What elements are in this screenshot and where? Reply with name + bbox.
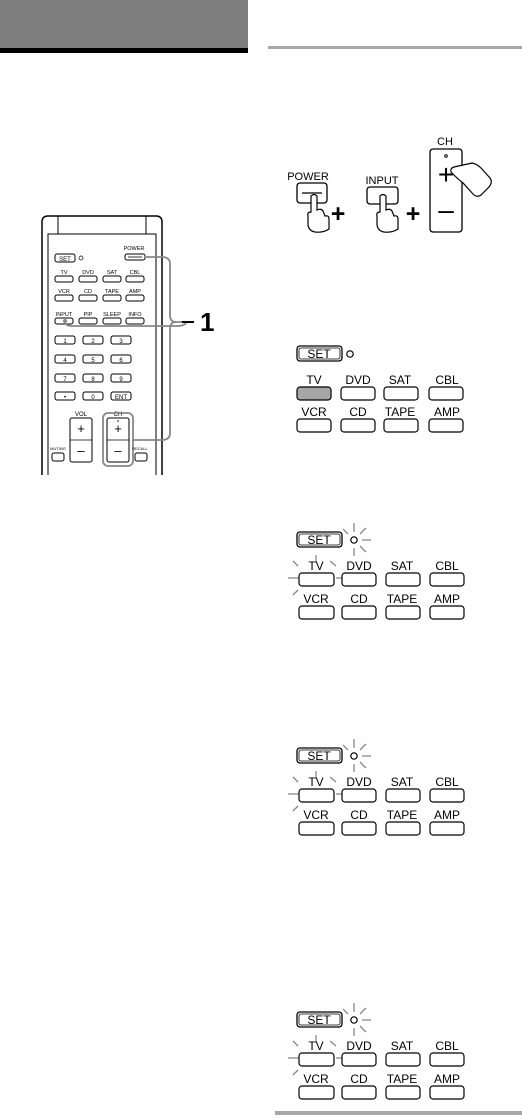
- svg-text:+: +: [406, 200, 421, 228]
- svg-text:TV: TV: [308, 1039, 323, 1053]
- svg-text:TAPE: TAPE: [105, 289, 119, 295]
- svg-text:+: +: [77, 421, 85, 436]
- svg-text:ENT: ENT: [115, 395, 127, 401]
- remote-control-illustration: SET POWER TV DVD SAT CBL VCR CD TAPE AMP…: [36, 212, 226, 476]
- svg-text:SET: SET: [307, 533, 331, 547]
- svg-text:PIP: PIP: [84, 312, 93, 318]
- tv-key-highlighted: [297, 387, 331, 400]
- svg-text:CD: CD: [350, 808, 368, 822]
- svg-text:DVD: DVD: [346, 775, 372, 789]
- device-panel-tv-selected: SET TV DVD SAT CBL VCR CD TAPE AMP: [286, 344, 476, 434]
- svg-text:SET: SET: [307, 1013, 331, 1027]
- svg-text:TAPE: TAPE: [387, 808, 417, 822]
- svg-text:SET: SET: [307, 749, 331, 763]
- svg-text:SAT: SAT: [107, 270, 118, 276]
- svg-text:SAT: SAT: [391, 1039, 414, 1053]
- svg-text:•: •: [64, 395, 66, 401]
- svg-text:CBL: CBL: [435, 1039, 459, 1053]
- svg-text:TV: TV: [308, 775, 323, 789]
- svg-text:AMP: AMP: [434, 405, 460, 419]
- svg-text:CD: CD: [350, 1072, 368, 1086]
- svg-text:+: +: [438, 159, 454, 190]
- top-rule: [268, 46, 522, 49]
- remote-power-label: POWER: [124, 246, 145, 252]
- svg-text:SET: SET: [307, 347, 331, 361]
- svg-text:CBL: CBL: [435, 559, 459, 573]
- svg-text:TAPE: TAPE: [387, 1072, 417, 1086]
- svg-text:VCR: VCR: [301, 405, 327, 419]
- svg-text:SAT: SAT: [391, 775, 414, 789]
- device-panel-flashing-2: SET TV DVD SAT CBL VCR CD TAPE AMP: [280, 734, 476, 836]
- svg-text:TV: TV: [60, 270, 67, 276]
- svg-text:INPUT: INPUT: [56, 312, 73, 318]
- svg-text:SLEEP: SLEEP: [103, 312, 121, 318]
- svg-text:AMP: AMP: [434, 1072, 460, 1086]
- device-panel-flashing-1: SET TV DVD SAT CBL VCR CD TAPE AMP: [280, 518, 476, 620]
- svg-text:VCR: VCR: [303, 808, 329, 822]
- svg-text:INFO: INFO: [128, 312, 142, 318]
- svg-text:CBL: CBL: [130, 270, 141, 276]
- svg-text:DVD: DVD: [346, 559, 372, 573]
- svg-text:CD: CD: [84, 289, 92, 295]
- svg-text:–: –: [438, 194, 454, 225]
- svg-text:TV: TV: [308, 559, 323, 573]
- svg-text:+: +: [331, 200, 346, 228]
- remote-muting-label: MUTING: [50, 446, 66, 451]
- combo-power-label: POWER: [288, 171, 329, 183]
- svg-text:AMP: AMP: [434, 808, 460, 822]
- svg-text:TAPE: TAPE: [387, 592, 417, 606]
- svg-text:DVD: DVD: [82, 270, 94, 276]
- svg-text:AMP: AMP: [129, 289, 141, 295]
- svg-text:DVD: DVD: [345, 373, 371, 387]
- button-combo-illustration: POWER + INPUT + CH + –: [288, 132, 513, 234]
- callout-number: 1: [200, 307, 214, 337]
- svg-text:CD: CD: [350, 592, 368, 606]
- svg-text:SAT: SAT: [391, 559, 414, 573]
- device-panel-flashing-3: SET TV DVD SAT CBL VCR CD TAPE AMP: [280, 998, 476, 1100]
- remote-set-label: SET: [59, 257, 71, 263]
- svg-text:–: –: [114, 443, 122, 458]
- combo-ch-label: CH: [437, 136, 453, 148]
- svg-text:DVD: DVD: [346, 1039, 372, 1053]
- bottom-rule: [275, 1111, 522, 1115]
- svg-text:TV: TV: [306, 373, 321, 387]
- svg-text:VCR: VCR: [58, 289, 70, 295]
- svg-text:CBL: CBL: [435, 373, 459, 387]
- svg-text:CBL: CBL: [435, 775, 459, 789]
- svg-text:TAPE: TAPE: [385, 405, 415, 419]
- combo-input-label: INPUT: [366, 175, 399, 187]
- svg-text:SAT: SAT: [389, 373, 412, 387]
- svg-text:CD: CD: [349, 405, 367, 419]
- svg-text:–: –: [77, 443, 85, 458]
- remote-recall-label: RECALL: [132, 446, 148, 451]
- svg-text:+: +: [114, 421, 122, 436]
- svg-text:VCR: VCR: [303, 1072, 329, 1086]
- svg-text:VCR: VCR: [303, 592, 329, 606]
- svg-text:AMP: AMP: [434, 592, 460, 606]
- remote-vol-label: VOL: [75, 412, 88, 418]
- section-header-band: [0, 0, 248, 53]
